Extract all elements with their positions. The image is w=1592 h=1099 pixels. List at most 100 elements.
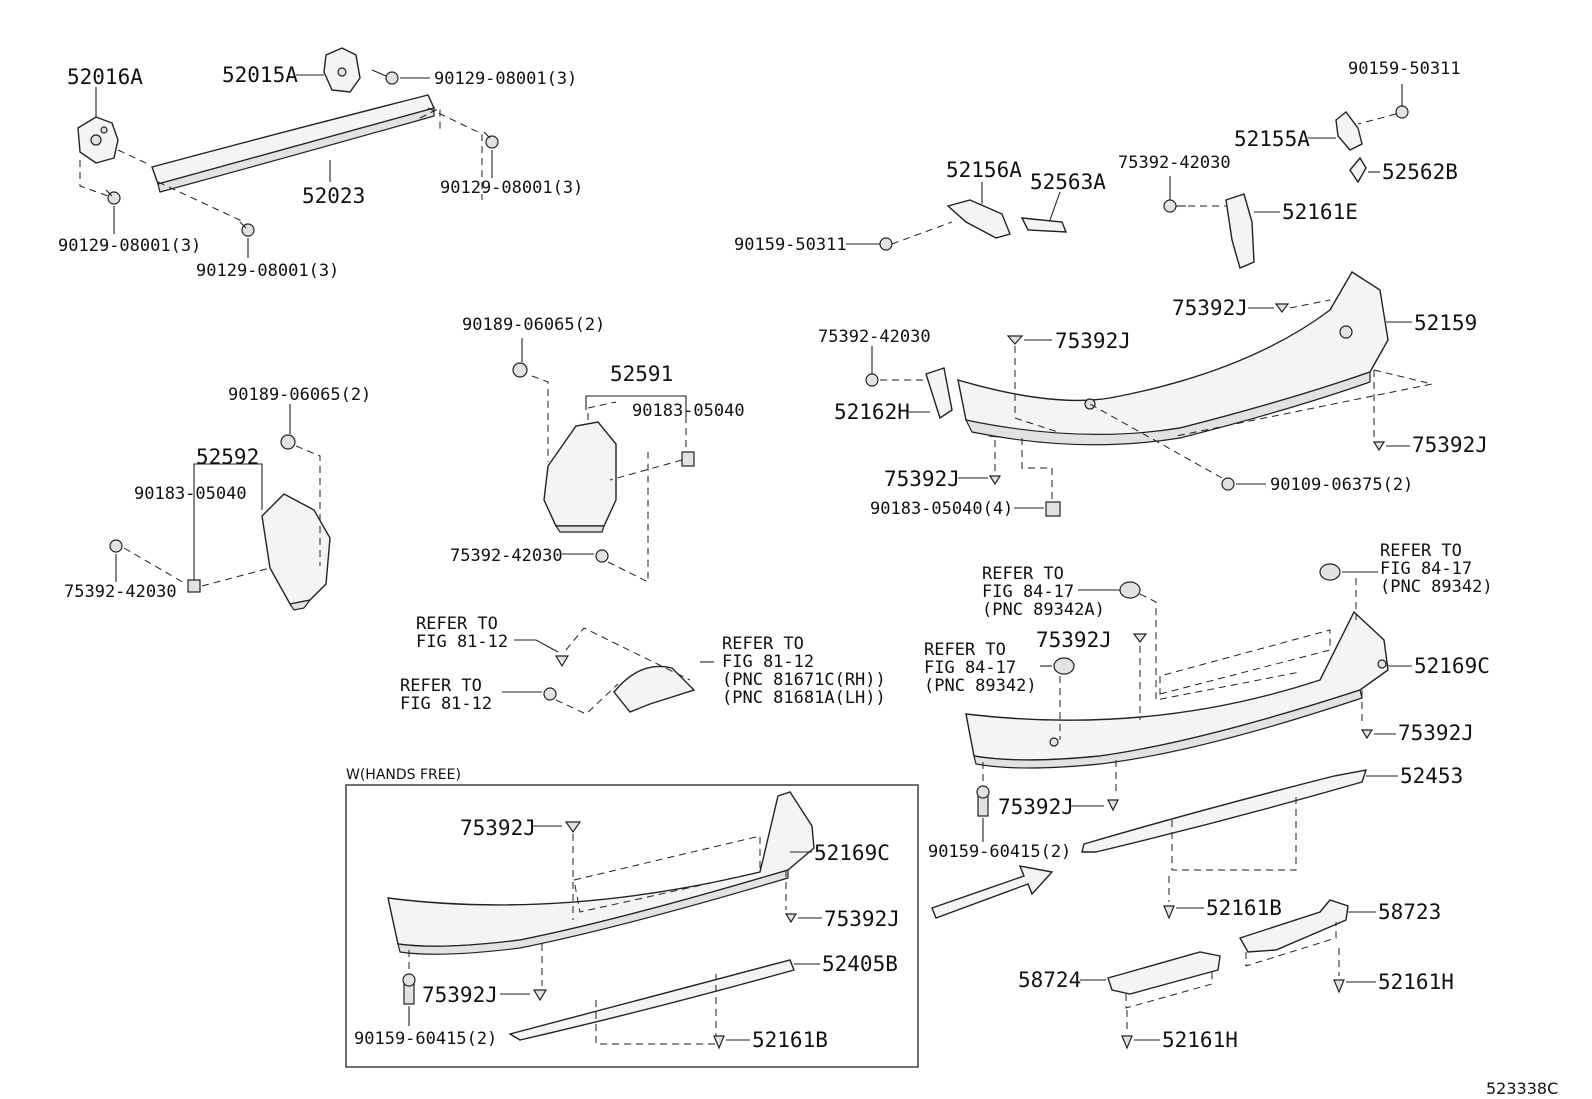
label-75392J-h: 75392J <box>460 816 536 840</box>
label-52563A: 52563A <box>1030 170 1106 194</box>
screw-icon <box>1163 905 1175 920</box>
spoiler-52453[interactable] <box>1081 769 1368 853</box>
clip-icon <box>988 475 1002 486</box>
label-52016A: 52016A <box>67 65 143 89</box>
screw-icon <box>595 549 609 563</box>
label-75392-42030-d: 75392-42030 <box>64 582 177 602</box>
clip-icon <box>1274 303 1290 313</box>
screw-icon <box>1395 84 1409 119</box>
label-75392-42030-a: 75392-42030 <box>1118 153 1231 173</box>
clip-icon <box>1006 335 1024 345</box>
spoiler-group <box>931 760 1398 1050</box>
inset-title: W(HANDS FREE) <box>346 767 461 783</box>
ref84-c-line2: FIG 84-17 <box>924 658 1016 678</box>
screw-icon <box>109 539 123 553</box>
inset-frame <box>345 784 919 1068</box>
retainer-52162H[interactable] <box>925 367 953 420</box>
label-52405B: 52405B <box>822 952 898 976</box>
label-75392J-f: 75392J <box>1398 721 1474 745</box>
label-75392J-g: 75392J <box>998 795 1074 819</box>
ref84-b-line1: REFER TO <box>1380 541 1462 561</box>
label-90183-4: 90183-05040(4) <box>870 499 1013 519</box>
label-75392J-b: 75392J <box>1055 329 1131 353</box>
label-90189-b: 90189-06065(2) <box>228 385 371 405</box>
bolt-icon <box>402 973 416 1005</box>
clip-icon <box>532 989 548 1002</box>
direction-arrow <box>931 865 1054 919</box>
ref84-a-line3: (PNC 89342A) <box>982 600 1105 620</box>
retainer-52563A[interactable] <box>1020 217 1068 233</box>
label-52155A: 52155A <box>1234 127 1310 151</box>
ref84-c-line3: (PNC 89342) <box>924 676 1037 696</box>
bolt-icon <box>371 69 399 85</box>
label-90129-right: 90129-08001(3) <box>440 178 583 198</box>
ref81-a-line2: FIG 81-12 <box>416 632 508 652</box>
screw-icon <box>1333 979 1345 994</box>
label-90159-50311: 90159-50311 <box>734 235 847 255</box>
ref81-a-line1: REFER TO <box>416 614 498 634</box>
label-90183-b: 90183-05040 <box>134 484 247 504</box>
clip-icon <box>1360 729 1374 740</box>
clip-icon <box>554 655 570 668</box>
inset-spoiler-52405B[interactable] <box>508 959 795 1041</box>
label-75392J-e: 75392J <box>1036 628 1112 652</box>
screw-icon <box>1163 199 1186 213</box>
side-shields-group <box>109 338 695 611</box>
nut-icon <box>1045 501 1061 517</box>
hands-free-inset <box>345 784 919 1068</box>
label-90159-60415-b: 90159-60415(2) <box>354 1029 497 1049</box>
label-52591: 52591 <box>610 362 673 386</box>
ref84-b-line3: (PNC 89342) <box>1380 577 1493 597</box>
sensor-icon <box>1053 657 1075 675</box>
reinforcement-group <box>77 47 499 258</box>
cover-58724[interactable] <box>1107 951 1221 995</box>
ref84-c-line1: REFER TO <box>924 640 1006 660</box>
retainer-52156A[interactable] <box>946 199 1011 239</box>
label-75392J-d: 75392J <box>884 467 960 491</box>
label-52161E: 52161E <box>1282 200 1358 224</box>
label-52161B-a: 52161B <box>1206 896 1282 920</box>
reinforcement-bar-52023[interactable] <box>151 94 435 185</box>
bolt-icon <box>976 785 990 817</box>
label-58724: 58724 <box>1018 968 1081 992</box>
label-52023: 52023 <box>302 184 365 208</box>
ref81-c-line2: FIG 81-12 <box>722 652 814 672</box>
ref84-a-line2: FIG 84-17 <box>982 582 1074 602</box>
reflector-housing[interactable] <box>613 665 696 713</box>
label-75392J-c: 75392J <box>1412 433 1488 457</box>
ref81-b-line1: REFER TO <box>400 676 482 696</box>
label-52161H-a: 52161H <box>1378 970 1454 994</box>
cover-58723[interactable] <box>1238 899 1349 953</box>
screw-icon <box>543 687 557 701</box>
clip-icon <box>1107 799 1119 812</box>
retainer-52562B[interactable] <box>1349 156 1367 184</box>
retainer-52161E[interactable] <box>1225 193 1255 269</box>
label-52169C-a: 52169C <box>1414 654 1490 678</box>
screw-icon <box>879 237 893 251</box>
ref84-b-line2: FIG 84-17 <box>1380 559 1472 579</box>
side-retainers-group <box>846 84 1409 269</box>
label-58723: 58723 <box>1378 900 1441 924</box>
figure-code: 523338C <box>1486 1079 1558 1098</box>
shield-52591[interactable] <box>543 421 617 527</box>
ref81-b-line2: FIG 81-12 <box>400 694 492 714</box>
label-52161H-b: 52161H <box>1162 1028 1238 1052</box>
bumper-cover-group <box>865 271 1433 517</box>
ref81-c-line4: (PNC 81681A(LH)) <box>722 688 886 708</box>
label-90129-mid: 90129-08001(3) <box>196 261 339 281</box>
lower-bumper-group <box>965 563 1412 769</box>
label-52453: 52453 <box>1400 764 1463 788</box>
label-90159-top: 90159-50311 <box>1348 59 1461 79</box>
clip-icon <box>1132 633 1148 643</box>
screw-icon <box>1221 477 1235 491</box>
shield-52592[interactable] <box>261 493 331 605</box>
clip-icon <box>280 404 296 450</box>
ref81-c-line1: REFER TO <box>722 634 804 654</box>
retainer-52155A[interactable] <box>1335 111 1363 151</box>
label-75392-42030-c: 75392-42030 <box>450 546 563 566</box>
label-90129-top: 90129-08001(3) <box>434 69 577 89</box>
label-52562B: 52562B <box>1382 160 1458 184</box>
label-52161B-b: 52161B <box>752 1028 828 1052</box>
screw-icon <box>865 373 879 387</box>
